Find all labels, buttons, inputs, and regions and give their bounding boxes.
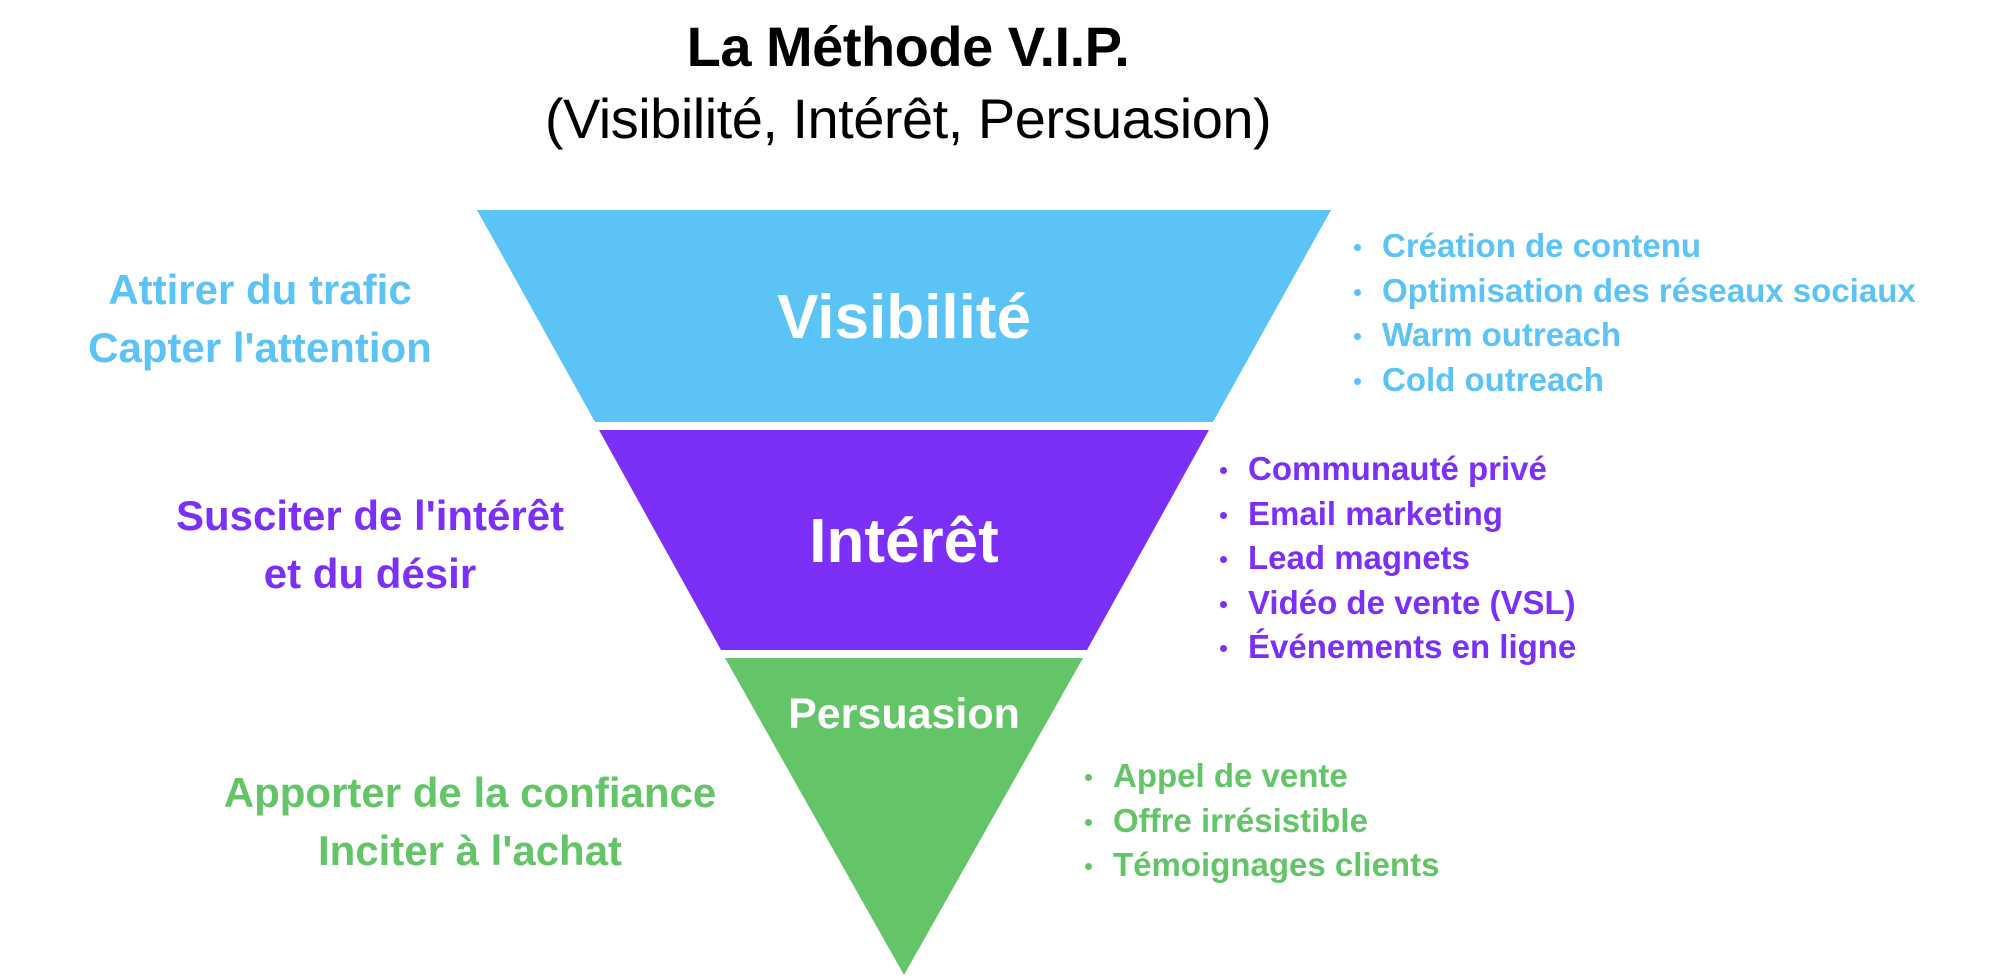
goal-line: Capter l'attention [88,324,432,371]
tactic-item: Création de contenu [1348,224,1916,269]
tactic-item: Optimisation des réseaux sociaux [1348,269,1916,314]
tactic-item: Vidéo de vente (VSL) [1214,581,1576,626]
tactic-item: Email marketing [1214,492,1576,537]
tactic-item: Communauté privé [1214,447,1576,492]
goal-line: Susciter de l'intérêt [175,492,565,539]
goal-line: Inciter à l'achat [317,827,623,874]
stage-label-visibility: Visibilité [777,283,1031,352]
goal-line: Attirer du trafic [108,266,412,313]
tactic-item: Témoignages clients [1079,843,1439,888]
tactics-interest: Communauté privé Email marketing Lead ma… [1214,447,1576,670]
funnel-segment-persuasion [725,658,1083,975]
page-title: La Méthode V.I.P. [686,15,1130,78]
tactic-item: Appel de vente [1079,754,1439,799]
tactic-item: Cold outreach [1348,358,1916,403]
goals-persuasion: Apporter de la confiance Inciter à l'ach… [170,764,770,880]
funnel-segment-interest [599,430,1209,650]
tactics-visibility: Création de contenu Optimisation des rés… [1348,224,1916,402]
tactic-item: Lead magnets [1214,536,1576,581]
goal-line: Apporter de la confiance [223,769,717,816]
goals-interest: Susciter de l'intérêt et du désir [120,487,620,603]
stage-label-persuasion: Persuasion [788,690,1020,738]
tactics-persuasion: Appel de vente Offre irrésistible Témoig… [1079,754,1439,888]
funnel-segment-visibility [477,210,1331,422]
goals-visibility: Attirer du trafic Capter l'attention [30,261,490,377]
tactic-item: Offre irrésistible [1079,799,1439,844]
tactic-item: Événements en ligne [1214,625,1576,670]
page-subtitle: (Visibilité, Intérêt, Persuasion) [544,87,1272,150]
tactic-item: Warm outreach [1348,313,1916,358]
goal-line: et du désir [263,550,477,597]
stage-label-interest: Intérêt [809,507,999,576]
